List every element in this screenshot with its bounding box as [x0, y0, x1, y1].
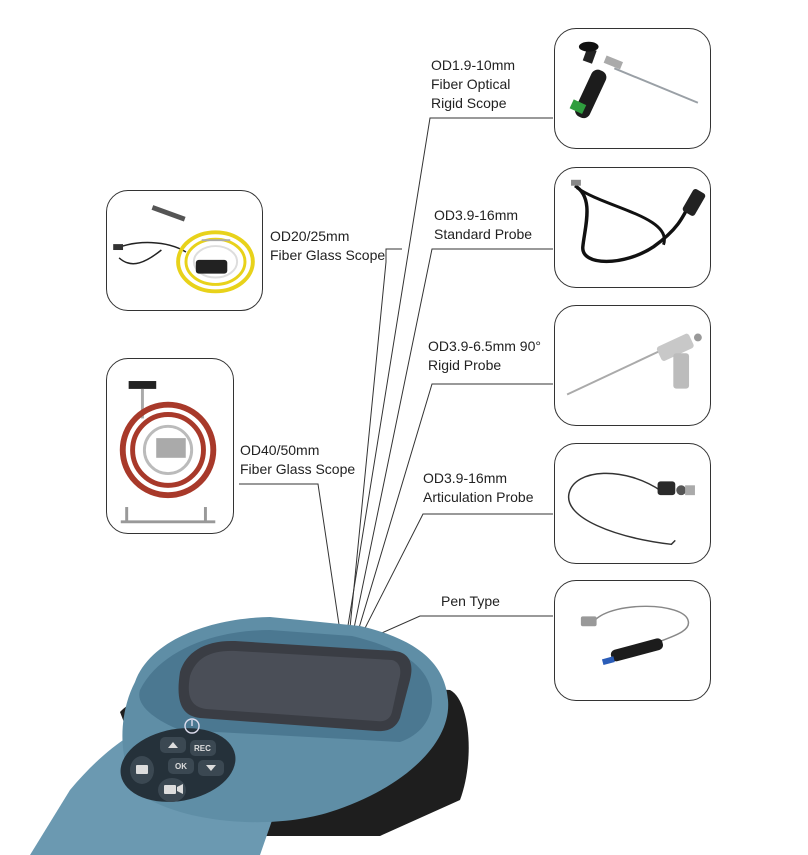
- fiber-glass-40-image: [119, 381, 217, 524]
- power-icon[interactable]: [184, 718, 200, 734]
- pen-type-image: [580, 605, 689, 666]
- video-camera-icon: [164, 785, 176, 794]
- label-rigid-probe-90: OD3.9-6.5mm 90° Rigid Probe: [428, 338, 541, 373]
- card-fiber-glass-40: [106, 358, 234, 534]
- rec-button-label: REC: [194, 744, 211, 753]
- card-pen-type: [554, 580, 711, 701]
- ok-button-label: OK: [175, 762, 187, 771]
- fiber-glass-20-image: [113, 205, 255, 294]
- rec-button[interactable]: [190, 740, 216, 756]
- label-fiber-glass-20: OD20/25mm Fiber Glass Scope: [270, 228, 386, 263]
- camera-icon: [136, 765, 148, 774]
- card-articulation-probe: [554, 443, 711, 564]
- card-fiber-glass-20: [106, 190, 263, 311]
- down-arrow-icon: [206, 765, 216, 771]
- standard-probe-image: [571, 179, 706, 264]
- label-rigid-scope: OD1.9-10mm Fiber Optical Rigid Scope: [431, 57, 516, 111]
- ok-button[interactable]: [168, 758, 194, 774]
- label-articulation-probe: OD3.9-16mm Articulation Probe: [423, 470, 534, 505]
- rigid-scope-image: [569, 41, 699, 119]
- up-arrow-icon: [168, 742, 178, 748]
- articulation-probe-image: [568, 472, 695, 546]
- label-standard-probe: OD3.9-16mm Standard Probe: [434, 207, 533, 242]
- card-rigid-scope: [554, 28, 711, 149]
- card-rigid-probe-90: [554, 305, 711, 426]
- label-fiber-glass-40: OD40/50mm Fiber Glass Scope: [240, 442, 356, 477]
- rigid-probe-90-image: [566, 333, 702, 396]
- label-pen-type: Pen Type: [441, 593, 500, 609]
- card-standard-probe: [554, 167, 711, 288]
